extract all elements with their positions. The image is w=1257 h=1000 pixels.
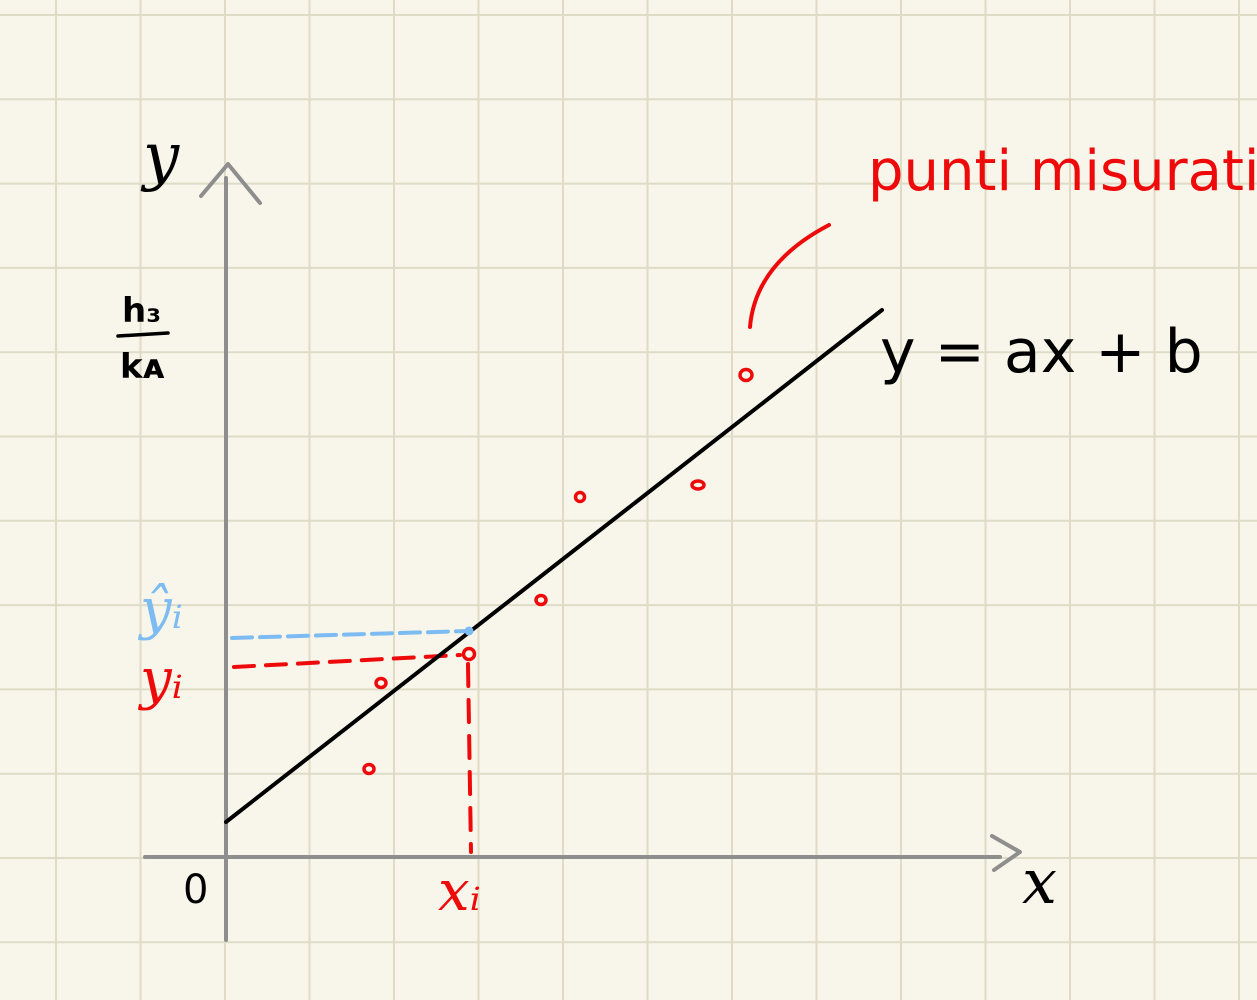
estimated-point [464, 626, 474, 636]
measured-points-label: punti misurati [868, 139, 1257, 204]
fraction-bar [116, 331, 170, 338]
measured-point [362, 762, 376, 776]
y-hat-guide [230, 629, 470, 640]
x-i-guide [466, 662, 473, 854]
callout-curve [748, 223, 831, 329]
origin-label: 0 [183, 867, 208, 913]
measured-point [534, 593, 548, 607]
x-i-label: xᵢ [438, 859, 481, 924]
x-axis-label: x [1022, 845, 1057, 918]
guide-lines [230, 629, 473, 854]
measured-points [362, 367, 754, 776]
x-axis-arrow [990, 834, 1022, 872]
equation-label: y = ax + b [880, 317, 1203, 387]
y-axis-label: y [140, 120, 180, 194]
axes [143, 162, 1022, 942]
y-i-label: yᵢ [137, 647, 183, 712]
measured-point [690, 479, 706, 491]
y-hat-label: ŷᵢ [137, 577, 183, 642]
measured-point [461, 646, 477, 662]
regression-line [224, 308, 884, 824]
measured-point [573, 490, 587, 504]
y-axis-arrow [199, 162, 262, 205]
fraction-denominator: kᴀ [120, 347, 165, 387]
measured-point [738, 367, 754, 383]
measured-point [374, 676, 388, 690]
fraction-numerator: h₃ [122, 291, 161, 331]
y-i-guide [232, 653, 462, 669]
